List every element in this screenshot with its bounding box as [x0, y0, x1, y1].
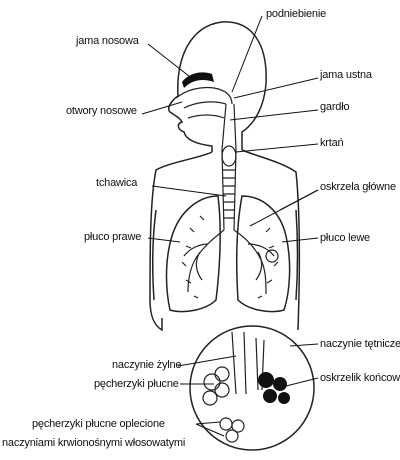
label-larynx: krtań	[320, 137, 344, 149]
left-lung	[236, 195, 291, 313]
label-oral-cavity: jama ustna	[319, 69, 373, 81]
label-nostrils: otwory nosowe	[66, 105, 137, 117]
label-trachea: tchawica	[96, 177, 138, 189]
label-main-bronchi: oskrzela główne	[320, 181, 396, 193]
label-alveoli-wrapped-line1: pęcherzyki płucne oplecione	[32, 418, 165, 430]
label-soft-palate: podniebienie	[266, 8, 326, 20]
label-terminal-bronchiole: oskrzelik końcowy	[320, 372, 400, 384]
alveoli-magnified-circle	[189, 325, 315, 451]
bronchi	[183, 229, 275, 295]
body-outline	[149, 21, 301, 332]
right-lung	[165, 195, 221, 313]
label-artery-vessel: naczynie tętnicze	[320, 338, 400, 350]
label-nasal-cavity: jama nosowa	[75, 35, 140, 47]
alveoli-cluster-right	[258, 372, 290, 404]
label-vein-vessel: naczynie żylne	[112, 359, 181, 371]
trachea	[221, 103, 237, 231]
nasal-cavity	[175, 72, 233, 119]
label-left-lung: płuco lewe	[320, 232, 370, 244]
leader-lines	[141, 15, 319, 437]
label-throat: gardło	[320, 101, 349, 113]
alveoli-cluster-bottom	[219, 417, 245, 443]
label-alveoli: pęcherzyki płucne	[94, 378, 179, 390]
alveoli-cluster-left	[202, 366, 230, 406]
label-alveoli-wrapped-line2: naczyniami krwionośnymi włosowatymi	[2, 437, 185, 449]
label-right-lung: płuco prawe	[84, 231, 141, 243]
